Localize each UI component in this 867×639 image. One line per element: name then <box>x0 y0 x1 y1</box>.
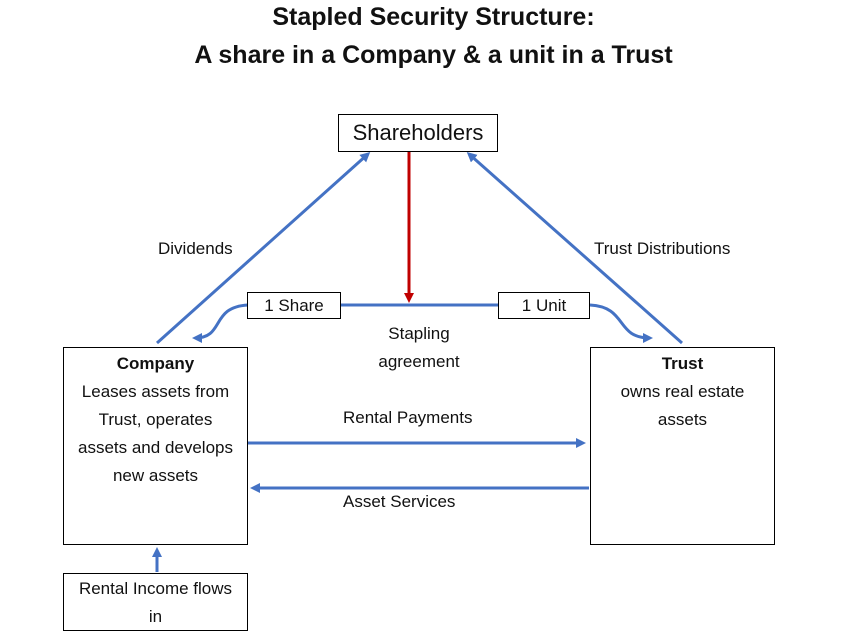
share-label: 1 Share <box>264 296 324 315</box>
company-box: Company Leases assets from Trust, operat… <box>63 347 248 545</box>
asset-services-label: Asset Services <box>343 492 456 511</box>
rental-income-line: Rental Income flows <box>78 579 233 598</box>
share-box: 1 Share <box>247 292 341 319</box>
trust-distributions-label: Trust Distributions <box>594 239 731 258</box>
dividends-arrow <box>155 151 371 345</box>
unit-label: 1 Unit <box>521 296 567 315</box>
trust-box: Trust owns real estate assets <box>590 347 775 545</box>
share-curve-arrow <box>192 303 249 343</box>
stapling-label: Stapling agreement <box>356 320 482 376</box>
company-desc-line: assets and develops <box>78 438 233 457</box>
company-desc-line: Leases assets from <box>81 382 230 401</box>
unit-box: 1 Unit <box>498 292 590 319</box>
trust-distributions-arrow <box>466 152 683 345</box>
stapling-label-line: Stapling <box>388 324 450 343</box>
unit-curve-arrow <box>589 303 653 343</box>
company-desc-line: new assets <box>112 466 199 485</box>
shareholders-label: Shareholders <box>352 120 484 145</box>
title-line-2: A share in a Company & a unit in a Trust <box>194 41 673 69</box>
trust-title: Trust <box>661 354 704 373</box>
trust-desc-line: owns real estate <box>620 382 745 401</box>
rental-income-box: Rental Income flows in <box>63 573 248 631</box>
title-line-1: Stapled Security Structure: <box>272 3 595 31</box>
company-title: Company <box>116 354 195 373</box>
dividends-label: Dividends <box>158 239 233 258</box>
rental-payments-label: Rental Payments <box>343 408 473 427</box>
company-desc-line: Trust, operates <box>98 410 213 429</box>
stapling-label-line: agreement <box>378 352 460 371</box>
rental-income-line: in <box>148 607 163 626</box>
shareholders-box: Shareholders <box>338 114 498 152</box>
trust-desc-line: assets <box>657 410 708 429</box>
